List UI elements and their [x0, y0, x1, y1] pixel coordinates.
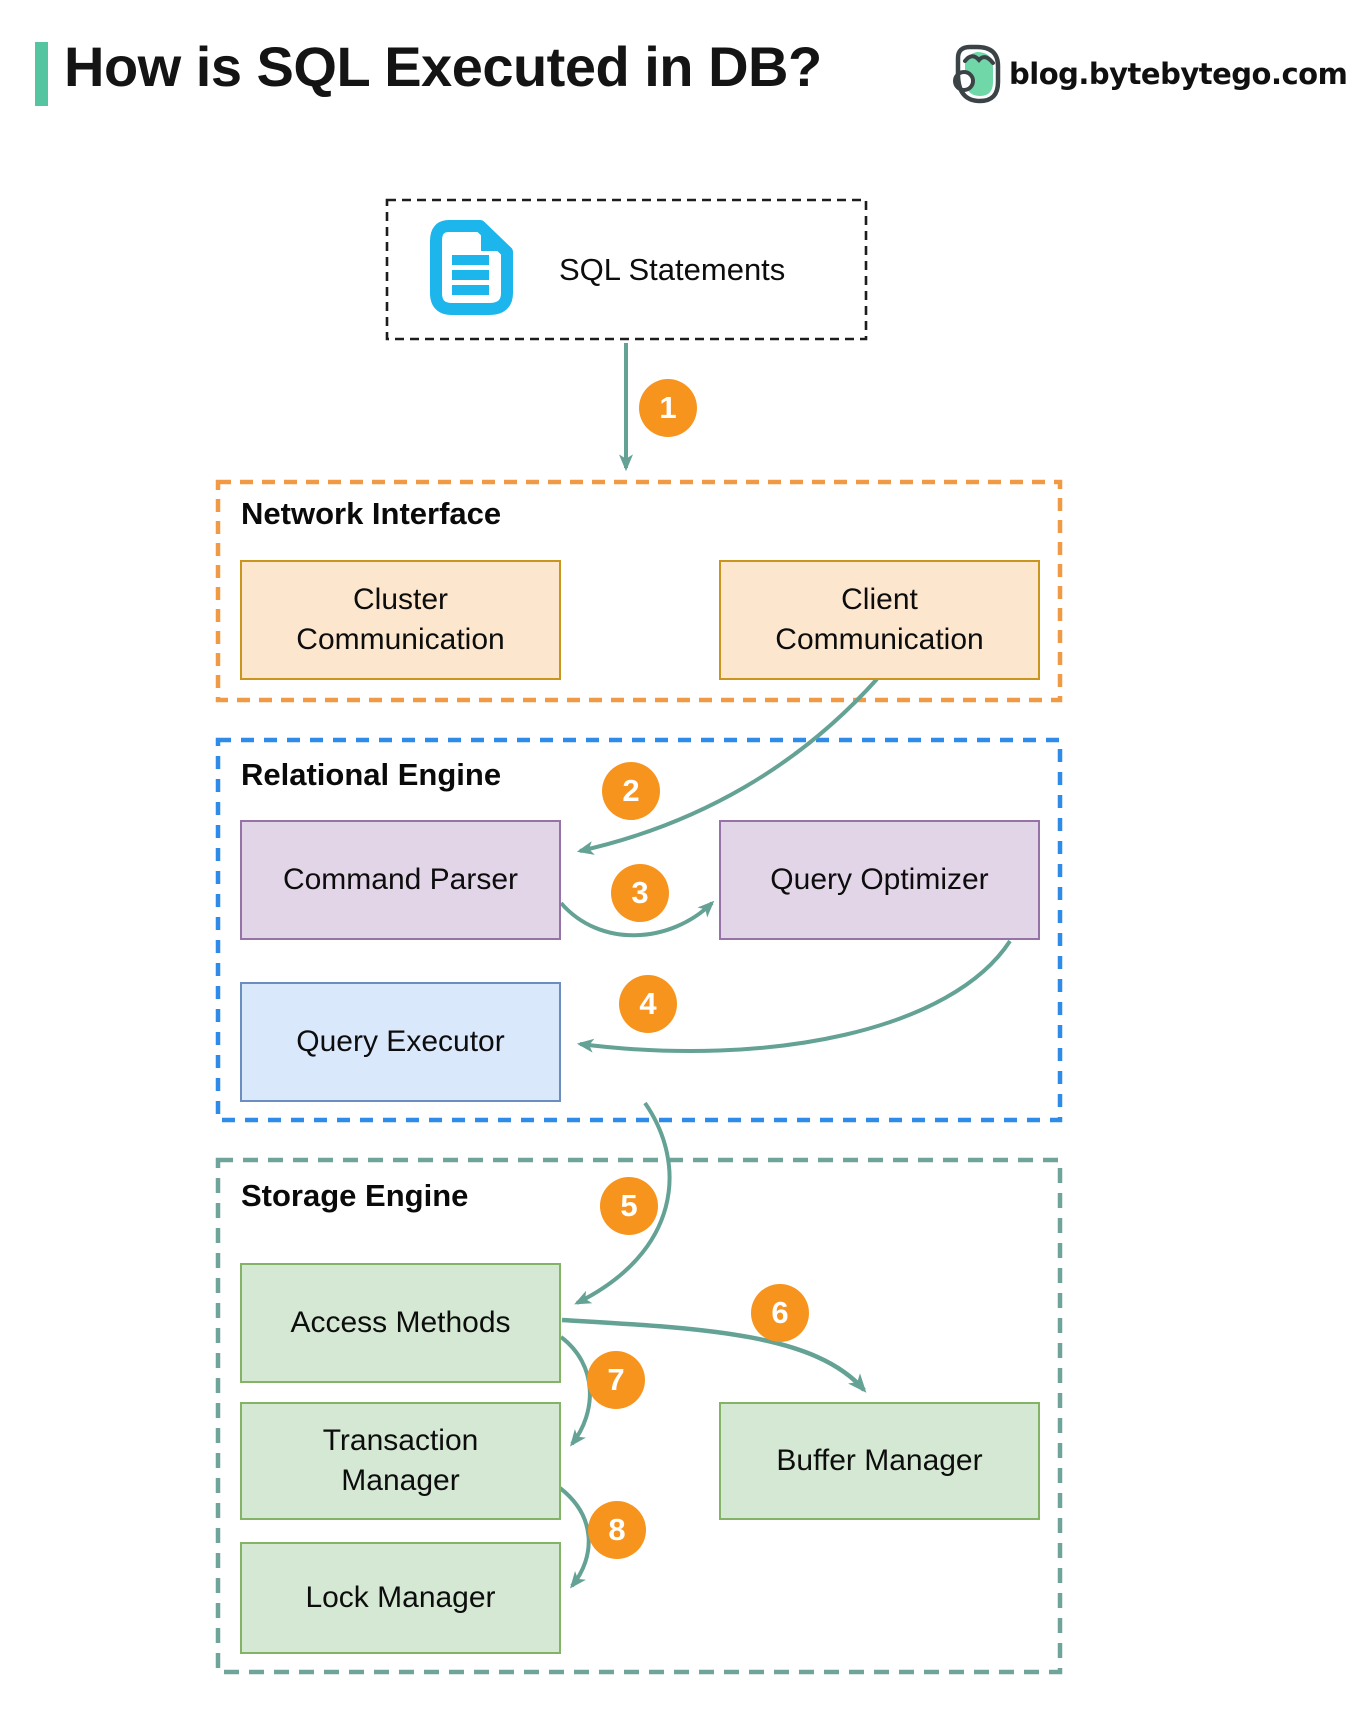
sql-document-icon	[423, 219, 521, 321]
node-query-executor: Query Executor	[240, 982, 561, 1102]
brand-domain: blog.bytebytego.com	[1009, 57, 1348, 91]
step-badge-2: 2	[602, 762, 660, 820]
node-access-methods: Access Methods	[240, 1263, 561, 1383]
node-cluster-communication: Cluster Communication	[240, 560, 561, 680]
step-badge-8: 8	[588, 1501, 646, 1559]
arrow-step-8	[558, 1486, 591, 1589]
arrow-step-7	[559, 1335, 592, 1447]
sql-statements-box: SQL Statements	[387, 200, 866, 339]
step-badge-5: 5	[600, 1177, 658, 1235]
sql-statements-label: SQL Statements	[559, 251, 786, 287]
step-badge-7: 7	[587, 1351, 645, 1409]
section-label-storage-engine: Storage Engine	[241, 1178, 469, 1213]
node-lock-manager: Lock Manager	[240, 1542, 561, 1654]
node-command-parser: Command Parser	[240, 820, 561, 940]
step-badge-1: 1	[639, 379, 697, 437]
title-accent-bar	[35, 42, 48, 106]
step-badge-3: 3	[611, 864, 669, 922]
section-label-relational-engine: Relational Engine	[241, 757, 502, 792]
brand: blog.bytebytego.com	[953, 44, 1348, 104]
node-transaction-manager: Transaction Manager	[240, 1402, 561, 1520]
step-badge-6: 6	[751, 1284, 809, 1342]
node-client-communication: Client Communication	[719, 560, 1040, 680]
step-badge-4: 4	[619, 975, 677, 1033]
node-buffer-manager: Buffer Manager	[719, 1402, 1040, 1520]
node-query-optimizer: Query Optimizer	[719, 820, 1040, 940]
section-label-network-interface: Network Interface	[241, 496, 502, 531]
bytebytego-logo-icon	[953, 44, 1001, 104]
page-title: How is SQL Executed in DB?	[64, 35, 822, 98]
